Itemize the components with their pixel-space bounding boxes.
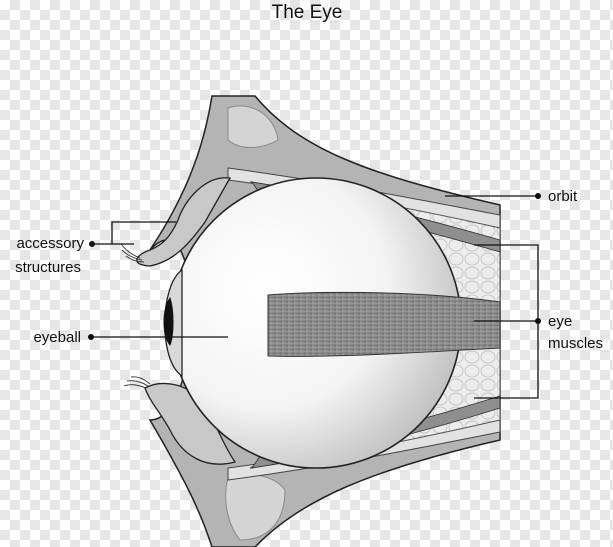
orbit-bone-inner-lower <box>225 473 286 541</box>
muscle-central <box>267 291 501 357</box>
orbit-bone-inner-upper <box>227 105 279 148</box>
eyelashes-upper <box>120 243 145 263</box>
eyelid-upper <box>136 177 232 267</box>
label-accessory-line2: structures <box>15 259 81 276</box>
eyelid-lower <box>144 382 237 465</box>
pupil <box>163 296 174 346</box>
label-accessory-structures: accessory structures <box>15 221 176 276</box>
label-orbit-text: orbit <box>548 188 578 205</box>
label-eye-muscles-line1: eye <box>548 313 572 330</box>
diagram-title: The Eye <box>272 2 343 23</box>
label-eye-muscles: eye muscles <box>474 244 603 399</box>
label-eyeball-text: eyeball <box>33 329 81 346</box>
eyelashes-lower <box>123 376 151 389</box>
label-eyeball: eyeball <box>33 329 228 346</box>
label-accessory-line1: accessory <box>16 235 84 252</box>
label-orbit: orbit <box>445 188 578 205</box>
label-eye-muscles-line2: muscles <box>548 335 603 352</box>
